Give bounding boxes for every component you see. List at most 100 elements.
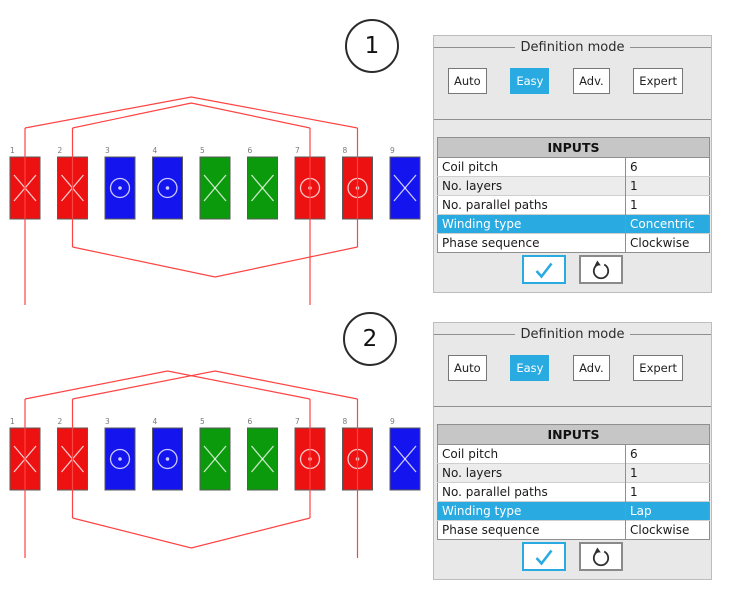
settings-panel-1: Definition mode Auto Easy Adv. Expert IN… <box>433 35 712 293</box>
dot-symbol-center <box>118 457 122 461</box>
expert-mode-button[interactable]: Expert <box>633 355 683 381</box>
mode-button-row: Auto Easy Adv. Expert <box>434 355 711 381</box>
row-label: No. layers <box>437 463 626 483</box>
groupbox-line <box>630 333 712 335</box>
row-label: Winding type <box>437 214 626 234</box>
dot-symbol-center <box>165 186 170 190</box>
adv-mode-button[interactable]: Adv. <box>573 68 610 94</box>
end-winding-top <box>72 370 358 400</box>
slot-number: 2 <box>58 146 63 155</box>
row-value[interactable]: Concentric <box>624 214 710 234</box>
figure-label-2: 2 <box>343 312 397 366</box>
groupbox-line <box>434 46 515 48</box>
slot-number: 1 <box>10 146 15 155</box>
slot-number: 5 <box>200 417 205 426</box>
mode-button-row: Auto Easy Adv. Expert <box>434 68 711 94</box>
inputs-table: INPUTS Coil pitch 6 No. layers 1 No. par… <box>437 424 711 540</box>
panel-separator <box>434 406 711 407</box>
row-value[interactable]: Clockwise <box>624 520 710 540</box>
row-label: No. layers <box>437 176 626 196</box>
confirm-button[interactable] <box>522 255 566 284</box>
easy-mode-button[interactable]: Easy <box>510 355 550 381</box>
slot-number: 3 <box>105 417 110 426</box>
row-label: Winding type <box>437 501 626 521</box>
check-icon <box>535 262 553 279</box>
reset-button[interactable] <box>579 542 623 571</box>
table-row-no-layers[interactable]: No. layers 1 <box>437 176 710 196</box>
easy-mode-button[interactable]: Easy <box>510 68 550 94</box>
figure-label-1: 1 <box>345 19 399 73</box>
reset-button[interactable] <box>579 255 623 284</box>
row-label: Coil pitch <box>437 157 626 177</box>
row-value[interactable]: 1 <box>624 195 710 215</box>
rotate-ccw-icon <box>592 547 610 566</box>
slot-number: 7 <box>295 417 300 426</box>
slot-number: 3 <box>105 146 110 155</box>
slot-number: 4 <box>153 146 158 155</box>
slot-number: 7 <box>295 146 300 155</box>
expert-mode-button[interactable]: Expert <box>633 68 683 94</box>
cross-symbol <box>393 445 417 473</box>
row-value[interactable]: 1 <box>624 482 710 502</box>
end-winding-top <box>72 102 311 129</box>
table-row-coil-pitch[interactable]: Coil pitch 6 <box>437 157 710 177</box>
slot-number: 2 <box>58 417 63 426</box>
table-row-coil-pitch[interactable]: Coil pitch 6 <box>437 444 710 464</box>
slot-number: 1 <box>10 417 15 426</box>
inputs-table: INPUTS Coil pitch 6 No. layers 1 No. par… <box>437 137 711 253</box>
row-value[interactable]: 1 <box>624 176 710 196</box>
row-label: Phase sequence <box>437 520 626 540</box>
end-winding-top <box>24 96 358 129</box>
row-label: Phase sequence <box>437 233 626 253</box>
row-value[interactable]: Clockwise <box>624 233 710 253</box>
slot-number: 5 <box>200 146 205 155</box>
adv-mode-button[interactable]: Adv. <box>573 355 610 381</box>
dot-symbol-center <box>118 186 122 190</box>
slot-number: 4 <box>153 417 158 426</box>
cross-symbol <box>393 174 417 202</box>
table-row-parallel-paths[interactable]: No. parallel paths 1 <box>437 482 710 502</box>
table-row-winding-type[interactable]: Winding type Concentric <box>437 214 710 234</box>
slot-number: 8 <box>343 146 348 155</box>
table-row-parallel-paths[interactable]: No. parallel paths 1 <box>437 195 710 215</box>
end-winding-bottom <box>72 246 358 278</box>
action-button-row <box>434 255 711 284</box>
slot-6 <box>247 427 278 491</box>
table-row-winding-type[interactable]: Winding type Lap <box>437 501 710 521</box>
row-label: No. parallel paths <box>437 195 626 215</box>
figure-label-2-text: 2 <box>362 326 378 352</box>
row-value[interactable]: 6 <box>624 444 710 464</box>
table-row-phase-sequence[interactable]: Phase sequence Clockwise <box>437 233 710 253</box>
dot-symbol-center <box>165 457 170 461</box>
row-value[interactable]: 1 <box>624 463 710 483</box>
row-value[interactable]: Lap <box>624 501 710 521</box>
panel-separator <box>434 119 711 120</box>
auto-mode-button[interactable]: Auto <box>448 355 487 381</box>
cross-symbol <box>203 174 227 202</box>
row-value[interactable]: 6 <box>624 157 710 177</box>
table-row-no-layers[interactable]: No. layers 1 <box>437 463 710 483</box>
check-icon <box>535 549 553 566</box>
cross-symbol <box>203 445 227 473</box>
cross-symbol <box>251 174 274 202</box>
slot-number: 8 <box>343 417 348 426</box>
inputs-table-header: INPUTS <box>437 137 710 158</box>
definition-mode-legend: Definition mode <box>520 39 625 55</box>
definition-mode-groupbox: Definition mode <box>434 38 712 56</box>
inputs-table-header: INPUTS <box>437 424 710 445</box>
slot-number: 6 <box>248 417 253 426</box>
dot-symbol <box>157 448 178 470</box>
groupbox-line <box>630 46 712 48</box>
table-row-phase-sequence[interactable]: Phase sequence Clockwise <box>437 520 710 540</box>
row-label: Coil pitch <box>437 444 626 464</box>
rotate-ccw-icon <box>592 260 610 279</box>
end-winding-top <box>24 370 311 400</box>
auto-mode-button[interactable]: Auto <box>448 68 487 94</box>
definition-mode-legend: Definition mode <box>520 326 625 342</box>
confirm-button[interactable] <box>522 542 566 571</box>
definition-mode-groupbox: Definition mode <box>434 325 712 343</box>
